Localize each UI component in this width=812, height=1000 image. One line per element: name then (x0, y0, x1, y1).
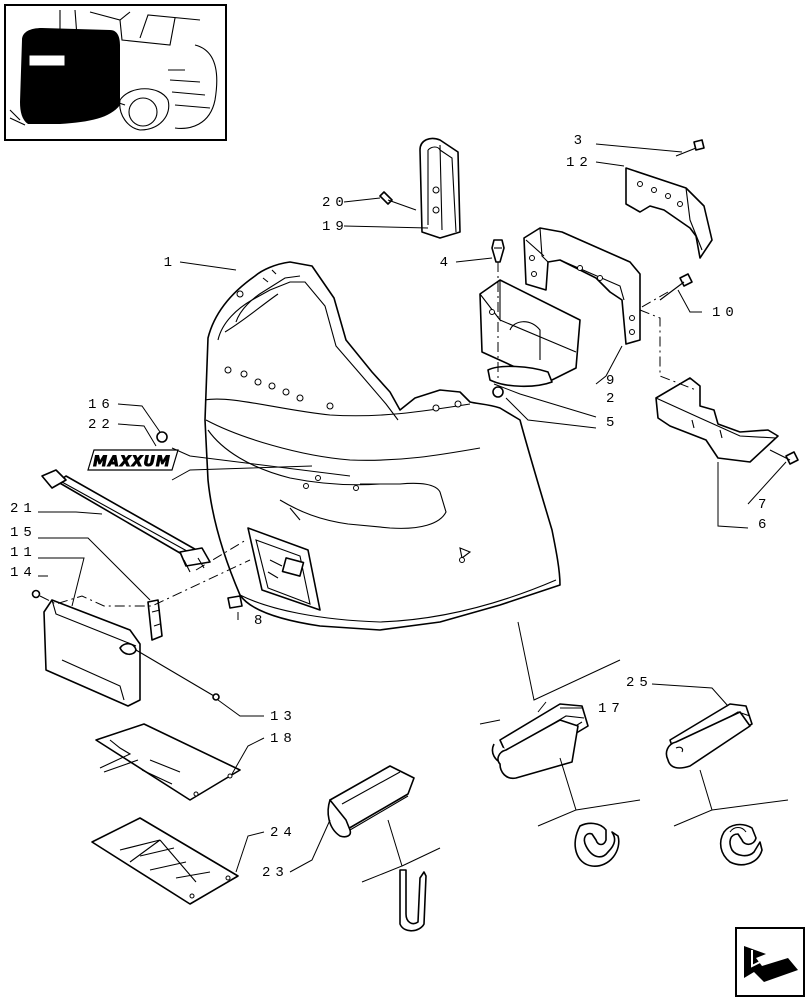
support-bracket-6 (655, 377, 779, 463)
callout-2: 2 (606, 391, 614, 407)
washer-5 (492, 386, 504, 398)
callout-15: 15 (10, 525, 37, 541)
callout-10: 10 (712, 305, 739, 321)
callout-17: 17 (598, 701, 625, 717)
callout-1: 1 (164, 255, 172, 271)
bonnet-shell (204, 261, 561, 631)
maxxum-decal-22: MAXXUM (87, 449, 179, 471)
callout-labels: 1 2 3 4 5 6 7 8 9 10 11 12 13 14 15 16 1… (10, 133, 766, 881)
seal-strip-25 (665, 703, 763, 866)
bolt-10 (659, 273, 693, 301)
callout-23: 23 (262, 865, 289, 881)
battery-cover-11 (43, 599, 141, 707)
bolt-3 (675, 139, 705, 157)
callout-5: 5 (606, 415, 614, 431)
rubber-strap-21 (41, 469, 211, 573)
callout-7: 7 (758, 497, 766, 513)
plug-8 (227, 595, 243, 609)
callout-4: 4 (440, 255, 448, 271)
tractor-thumbnail-icon (4, 4, 227, 141)
mounting-plate-12 (625, 167, 713, 259)
callout-6: 6 (758, 517, 766, 533)
rod-13 (135, 649, 220, 701)
callout-16: 16 (88, 397, 115, 413)
callout-25: 25 (626, 675, 653, 691)
callout-13: 13 (270, 709, 297, 725)
bolt-20 (379, 191, 417, 211)
insulation-plate-24 (91, 817, 239, 905)
callout-12: 12 (566, 155, 593, 171)
insulation-plate-18 (95, 723, 241, 801)
callout-21: 21 (10, 501, 37, 517)
callout-11: 11 (10, 545, 37, 561)
bolt-14 (31, 589, 41, 599)
callout-9: 9 (606, 373, 614, 389)
callout-20: 20 (322, 195, 349, 211)
callout-24: 24 (270, 825, 297, 841)
support-bracket-9 (523, 227, 641, 345)
seal-strip-23 (327, 765, 427, 932)
callout-19: 19 (322, 219, 349, 235)
callout-22: 22 (88, 417, 115, 433)
seal-strip-17 (491, 703, 620, 867)
bolt-4 (491, 239, 505, 263)
bolt-7 (769, 449, 799, 465)
latch-clip-15 (147, 599, 163, 641)
leader-lines (38, 143, 787, 873)
upright-bracket (419, 137, 461, 239)
mount-block-2 (479, 279, 581, 388)
callout-3: 3 (574, 133, 582, 149)
callout-18: 18 (270, 731, 297, 747)
decal-dot-16 (156, 431, 168, 443)
callout-14: 14 (10, 565, 37, 581)
next-page-arrow-icon[interactable] (735, 927, 805, 997)
callout-8: 8 (254, 613, 262, 629)
maxxum-logo-text: MAXXUM (93, 454, 171, 470)
